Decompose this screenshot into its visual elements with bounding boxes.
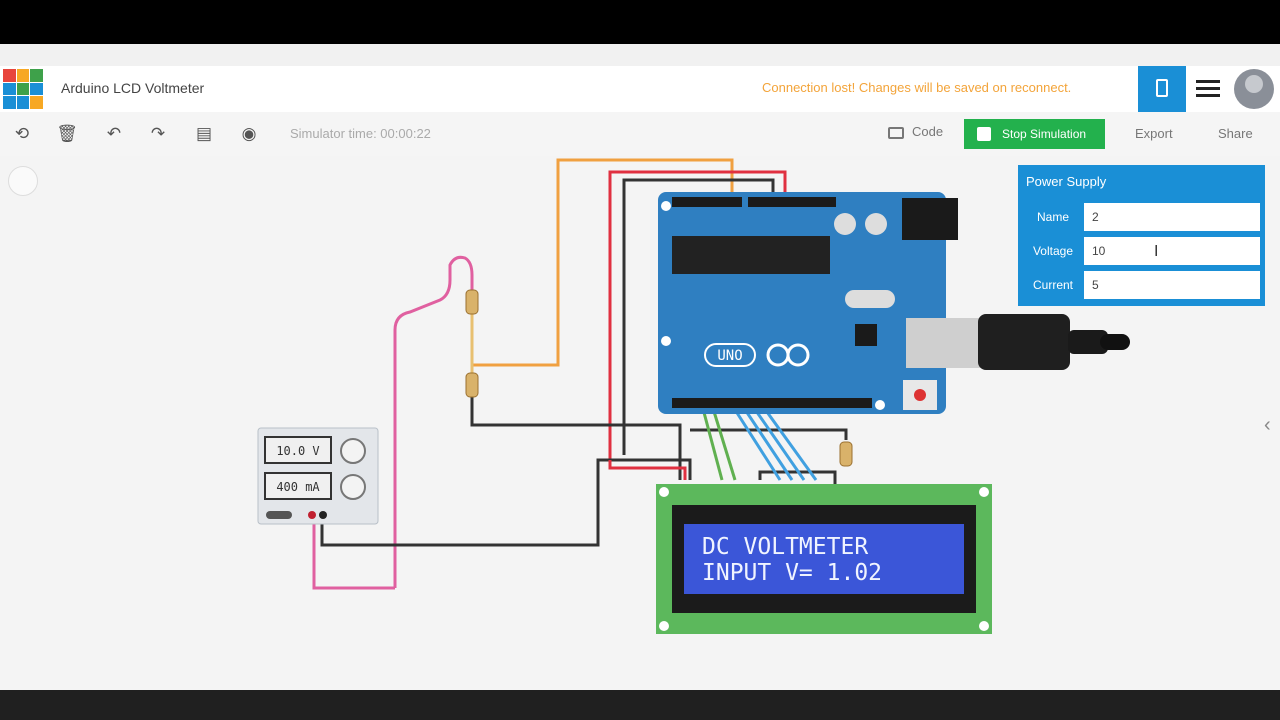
stop-simulation-label: Stop Simulation xyxy=(1002,127,1087,141)
zoom-fit-button[interactable] xyxy=(8,166,38,196)
supply-current-readout: 400 mA xyxy=(276,480,320,494)
current-label: Current xyxy=(1032,278,1073,292)
avatar[interactable] xyxy=(1234,69,1274,109)
voltage-row: Voltage xyxy=(1024,237,1260,265)
arduino-uno-board: UNO xyxy=(658,192,980,414)
visibility-icon[interactable]: ◉ xyxy=(241,124,257,143)
wire-blue-1 xyxy=(730,404,782,481)
connection-status: Connection lost! Changes will be saved o… xyxy=(762,80,1072,95)
delete-icon[interactable]: 🗑 xyxy=(56,124,78,143)
current-row: Current xyxy=(1024,271,1260,299)
current-input[interactable] xyxy=(1084,271,1260,299)
wire-dark-bottom xyxy=(320,458,692,547)
power-supply-device: 10.0 V 400 mA xyxy=(257,427,379,525)
share-button[interactable]: Share xyxy=(1218,126,1253,141)
toolbar: ⟲ 🗑 ↶ ↷ ▤ ◉ Simulator time: 00:00:22 Cod… xyxy=(0,112,1280,156)
code-button[interactable]: Code xyxy=(888,124,943,139)
lcd-16x2: DC VOLTMETER INPUT V= 1.02 xyxy=(656,484,992,634)
code-label: Code xyxy=(912,124,944,139)
wire-dark-lcd-right xyxy=(758,470,837,485)
circuit-view-button[interactable] xyxy=(1138,66,1186,112)
rotate-icon[interactable]: ⟲ xyxy=(14,124,30,143)
resistor-3 xyxy=(839,441,853,467)
voltage-input[interactable] xyxy=(1084,237,1260,265)
resistor-1 xyxy=(465,289,479,315)
redo-icon[interactable]: ↷ xyxy=(150,124,166,143)
lcd-line-2: INPUT V= 1.02 xyxy=(702,560,882,586)
wire-red-lcd xyxy=(608,460,687,480)
name-label: Name xyxy=(1036,210,1069,224)
code-icon xyxy=(888,127,904,139)
wire-green-1 xyxy=(700,404,724,481)
power-supply-panel: Power Supply Name Voltage Current xyxy=(1018,165,1265,306)
wire-pink-bottom xyxy=(312,515,395,590)
wire-green-2 xyxy=(710,404,737,481)
wire-dark-right xyxy=(690,428,848,440)
component-list-button[interactable] xyxy=(1196,80,1220,98)
wire-dark-resistor xyxy=(470,395,682,480)
wire-blue-4 xyxy=(760,404,818,481)
os-taskbar xyxy=(0,690,1280,720)
text-cursor-icon: I xyxy=(1154,243,1159,260)
usb-cable xyxy=(978,314,1130,370)
name-input[interactable] xyxy=(1084,203,1260,231)
circuit-view-icon xyxy=(1156,79,1168,97)
wire-dark-top xyxy=(622,178,775,455)
wire-pink xyxy=(393,255,474,588)
simulator-time: Simulator time: 00:00:22 xyxy=(290,126,431,141)
name-row: Name xyxy=(1024,203,1260,231)
wire-blue-2 xyxy=(740,404,794,481)
export-button[interactable]: Export xyxy=(1135,126,1173,141)
notes-icon[interactable]: ▤ xyxy=(195,124,213,143)
stop-icon xyxy=(977,127,991,141)
voltage-label: Voltage xyxy=(1032,244,1074,258)
resistor-2 xyxy=(465,372,479,398)
wire-red-top xyxy=(608,170,787,460)
wire-blue-3 xyxy=(750,404,806,481)
supply-voltage-readout: 10.0 V xyxy=(276,444,319,458)
app-header: Arduino LCD Voltmeter Connection lost! C… xyxy=(0,66,1280,113)
panel-title: Power Supply xyxy=(1026,174,1107,189)
chevron-left-icon[interactable]: ‹ xyxy=(1264,414,1271,436)
tinkercad-logo[interactable] xyxy=(3,69,43,109)
lcd-line-1: DC VOLTMETER xyxy=(702,534,868,560)
undo-icon[interactable]: ↶ xyxy=(106,124,122,143)
project-title[interactable]: Arduino LCD Voltmeter xyxy=(61,80,205,96)
arduino-board-label: UNO xyxy=(717,348,742,364)
stop-simulation-button[interactable]: Stop Simulation xyxy=(964,119,1105,149)
